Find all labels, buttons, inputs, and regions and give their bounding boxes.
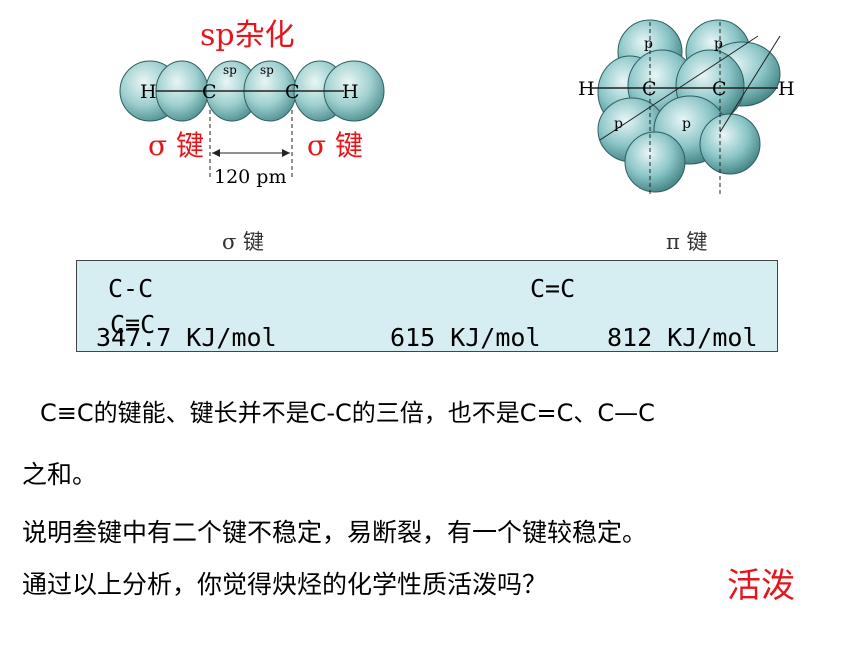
value-triple-bond: 812 KJ/mol xyxy=(607,323,758,352)
pi-atom-h-left: H xyxy=(578,78,595,100)
atom-c-right: C xyxy=(285,81,300,103)
orbital-sp-left: sp xyxy=(223,63,237,77)
answer-text: 活泼 xyxy=(727,566,795,606)
sigma-bond-label-left: σ 键 xyxy=(148,129,205,162)
explanation-line-3: 说明叁键中有二个键不稳定，易断裂，有一个键较稳定。 xyxy=(22,518,648,547)
pi-atom-c-right: C xyxy=(712,78,727,100)
orbital-p-top-right: p xyxy=(714,36,723,52)
pi-bond-diagram: H C C H p p p p xyxy=(570,12,800,202)
bond-length-label: 120 pm xyxy=(214,166,286,188)
sigma-bond-diagram: H C sp sp C H 120 pm xyxy=(112,40,392,200)
explanation-line-1: C≡C的键能、键长并不是C-C的三倍，也不是C=C、C—C xyxy=(40,399,655,427)
value-single-bond: 347.7 KJ/mol xyxy=(96,323,277,352)
explanation-line-2: 之和。 xyxy=(22,460,98,489)
question-line: 通过以上分析，你觉得炔烃的化学性质活泼吗？ xyxy=(22,570,548,599)
orbital-sp-right: sp xyxy=(260,63,274,77)
atom-h-right: H xyxy=(342,81,359,103)
atom-h-left: H xyxy=(140,81,157,103)
sigma-bond-caption: σ 键 xyxy=(222,230,265,254)
header-single-bond: C-C xyxy=(108,274,154,303)
header-triple-bond: C≡C xyxy=(110,310,156,339)
orbital-p-bottom-right: p xyxy=(682,116,691,132)
orbital-p-bottom-left: p xyxy=(614,116,623,132)
pi-atom-c-left: C xyxy=(642,78,657,100)
atom-c-left: C xyxy=(202,81,217,103)
sp-hybrid-title: sp杂化 xyxy=(200,18,295,53)
bond-energy-table xyxy=(76,260,778,352)
pi-atom-h-right: H xyxy=(778,78,795,100)
sigma-bond-label-right: σ 键 xyxy=(307,129,364,162)
orbital-p-top-left: p xyxy=(644,36,653,52)
pi-bond-caption: π 键 xyxy=(666,230,708,254)
value-double-bond: 615 KJ/mol xyxy=(390,323,541,352)
header-double-bond: C=C xyxy=(530,274,576,303)
